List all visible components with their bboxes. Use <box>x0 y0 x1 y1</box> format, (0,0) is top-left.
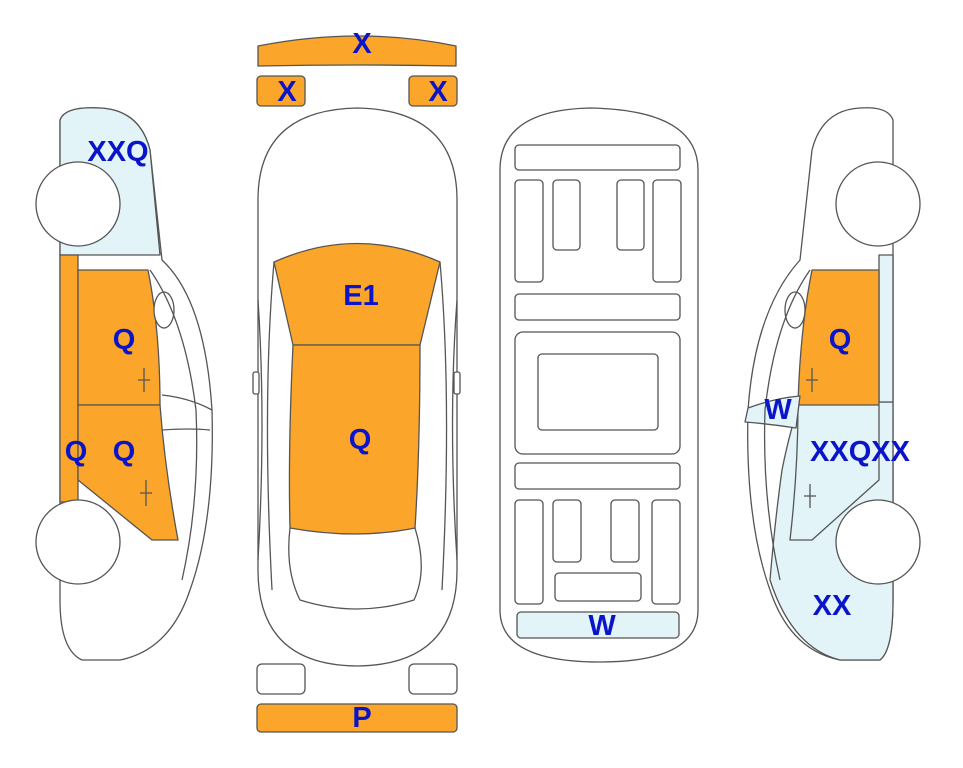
right-front-door-outline <box>789 404 880 541</box>
top-view-rear-window[interactable] <box>273 242 441 346</box>
rear-bumper-strip[interactable] <box>257 35 457 67</box>
left-body-contour <box>149 269 198 581</box>
underbody-front-box <box>554 572 642 602</box>
right-mirror <box>784 291 806 329</box>
top-view-roof[interactable] <box>288 344 421 535</box>
underbody-rear-right-rail <box>652 179 682 283</box>
underbody-mid-bar-1 <box>514 293 681 321</box>
label-right-mirror: W <box>764 394 792 426</box>
right-front-handle <box>804 484 816 508</box>
right-rocker-panel[interactable] <box>878 254 894 403</box>
front-left-light <box>256 663 306 695</box>
label-rear-window: E1 <box>343 280 378 312</box>
left-front-handle <box>140 480 152 506</box>
underbody-front-bar[interactable] <box>516 611 680 639</box>
left-front-wheel <box>35 499 121 585</box>
top-view-left-mirror <box>252 371 260 395</box>
underbody-rear-right-box <box>616 179 645 251</box>
label-left-rear-quarter: XXQ <box>87 136 148 168</box>
left-front-door[interactable] <box>77 404 179 541</box>
label-underbody-front: W <box>588 610 616 642</box>
underbody-front-right-rail <box>651 499 681 605</box>
left-front-glass <box>161 394 213 431</box>
label-left-front-door: Q <box>113 436 136 468</box>
left-rear-wheel <box>35 161 121 247</box>
label-mirror-right: X <box>428 76 448 108</box>
underbody-center-panel <box>537 353 659 431</box>
label-left-rocker: Q <box>65 436 88 468</box>
left-rear-handle <box>138 368 150 392</box>
right-front-wheel <box>835 499 921 585</box>
label-right-front-fender: XX <box>813 590 852 622</box>
left-mirror <box>153 291 175 329</box>
right-front-section[interactable] <box>769 401 894 661</box>
underbody-front-left-box <box>552 499 582 563</box>
underbody-front-right-box <box>610 499 640 563</box>
top-view-right-pillar <box>439 261 458 591</box>
label-front-bumper: P <box>352 702 371 734</box>
underbody-rear-bar <box>514 144 681 171</box>
underbody-front-left-rail <box>514 499 544 605</box>
underbody-mid-bar-2 <box>514 462 681 490</box>
label-left-rear-door: Q <box>113 324 136 356</box>
rear-left-light[interactable] <box>256 75 306 107</box>
front-right-light <box>408 663 458 695</box>
front-bumper[interactable] <box>256 703 458 733</box>
top-view-windshield <box>288 527 422 610</box>
label-right-front-door: XXQXX <box>810 436 911 468</box>
label-mirror-left: X <box>277 76 297 108</box>
right-rear-wheel <box>835 161 921 247</box>
right-body-contour <box>763 269 811 581</box>
underbody-rear-left-box <box>552 179 581 251</box>
top-view-left-pillar <box>257 261 275 591</box>
label-roof-strip: X <box>352 28 372 60</box>
right-rear-handle <box>806 368 818 392</box>
label-right-rear-door: Q <box>829 324 852 356</box>
underbody-rear-left-rail <box>514 179 544 283</box>
top-view-right-mirror <box>453 371 461 395</box>
label-roof: Q <box>349 424 372 456</box>
rear-right-light[interactable] <box>408 75 458 107</box>
